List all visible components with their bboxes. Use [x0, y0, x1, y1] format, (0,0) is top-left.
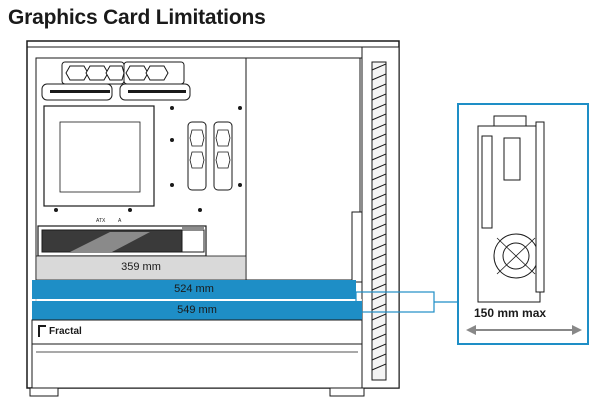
grommet-hexes	[189, 129, 231, 169]
card-end-view	[477, 115, 545, 303]
label-549mm: 549 mm	[177, 304, 217, 316]
length-band-524	[32, 280, 356, 299]
top-rail-slots	[50, 90, 186, 93]
page-title: Graphics Card Limitations	[8, 6, 266, 29]
fractal-logo: Fractal	[38, 324, 82, 338]
callout-connector	[355, 291, 458, 313]
atx-label: ATX	[96, 218, 106, 224]
drive-bay-area	[245, 57, 361, 281]
fractal-brand-text: Fractal	[49, 325, 82, 337]
case-foot-left	[29, 387, 59, 397]
psu-bay	[31, 343, 363, 389]
standoff-holes	[54, 106, 242, 212]
length-band-359	[35, 255, 247, 281]
width-arrow	[466, 325, 582, 335]
graphics-card-fin	[70, 232, 150, 252]
cpu-cutout-inner	[59, 121, 141, 193]
drive-cage-bracket	[351, 211, 363, 283]
case-foot-right	[329, 387, 365, 397]
cable-grommets	[187, 121, 233, 191]
a-label: A	[118, 218, 122, 224]
front-vent-slots	[371, 63, 387, 371]
label-359mm: 359 mm	[121, 261, 161, 273]
length-band-549	[32, 301, 362, 320]
graphics-card-bracket	[181, 229, 205, 253]
top-fan-hexes	[65, 65, 169, 81]
card-end-view-fins	[496, 237, 536, 275]
label-524mm: 524 mm	[174, 283, 214, 295]
front-vent-strip	[371, 61, 387, 381]
label-150mm-max: 150 mm max	[474, 306, 547, 320]
fractal-f-icon	[38, 325, 46, 337]
